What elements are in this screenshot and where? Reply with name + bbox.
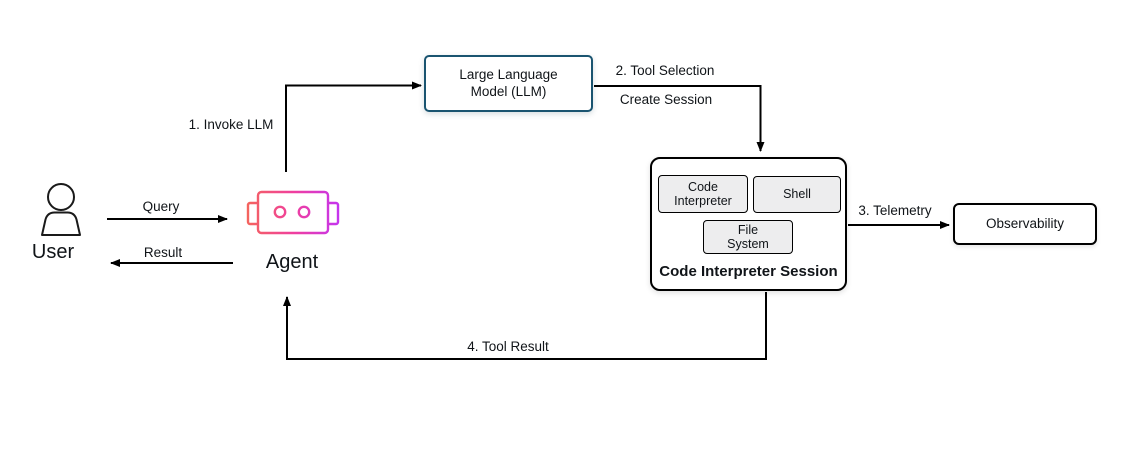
result-edge-label: Result — [143, 244, 183, 260]
invoke-llm-arrow — [285, 81, 422, 172]
session-title: Code Interpreter Session — [659, 263, 838, 281]
telemetry-edge-label: 3. Telemetry — [858, 202, 932, 218]
observability-label: Observability — [985, 215, 1065, 231]
invoke-llm-edge-label: 1. Invoke LLM — [188, 116, 274, 132]
code-interpreter-session-node: Code Interpreter Shell File System Code … — [650, 157, 847, 291]
observability-node: Observability — [953, 203, 1097, 245]
llm-label-line1: Large Language — [459, 66, 558, 82]
user-label: User — [31, 241, 75, 263]
llm-node: Large Language Model (LLM) — [424, 55, 593, 112]
code-interpreter-label-line2: Interpreter — [674, 194, 732, 208]
robot-icon — [246, 190, 340, 235]
tool-result-arrow — [283, 292, 767, 360]
llm-label-line2: Model (LLM) — [470, 83, 547, 99]
user-icon — [41, 183, 81, 236]
create-session-edge-label: Create Session — [619, 91, 713, 107]
file-system-label-line2: System — [727, 237, 769, 251]
code-interpreter-node: Code Interpreter — [658, 175, 748, 213]
tool-selection-edge-label: 2. Tool Selection — [615, 62, 715, 78]
agent-label: Agent — [265, 251, 319, 273]
tool-result-edge-label: 4. Tool Result — [467, 338, 549, 354]
shell-node: Shell — [753, 176, 841, 213]
shell-label: Shell — [783, 187, 811, 202]
query-edge-label: Query — [142, 198, 180, 214]
file-system-node: File System — [703, 220, 793, 254]
file-system-label-line1: File — [737, 222, 759, 237]
code-interpreter-label-line1: Code — [688, 179, 718, 194]
tool-selection-arrow — [594, 85, 765, 152]
